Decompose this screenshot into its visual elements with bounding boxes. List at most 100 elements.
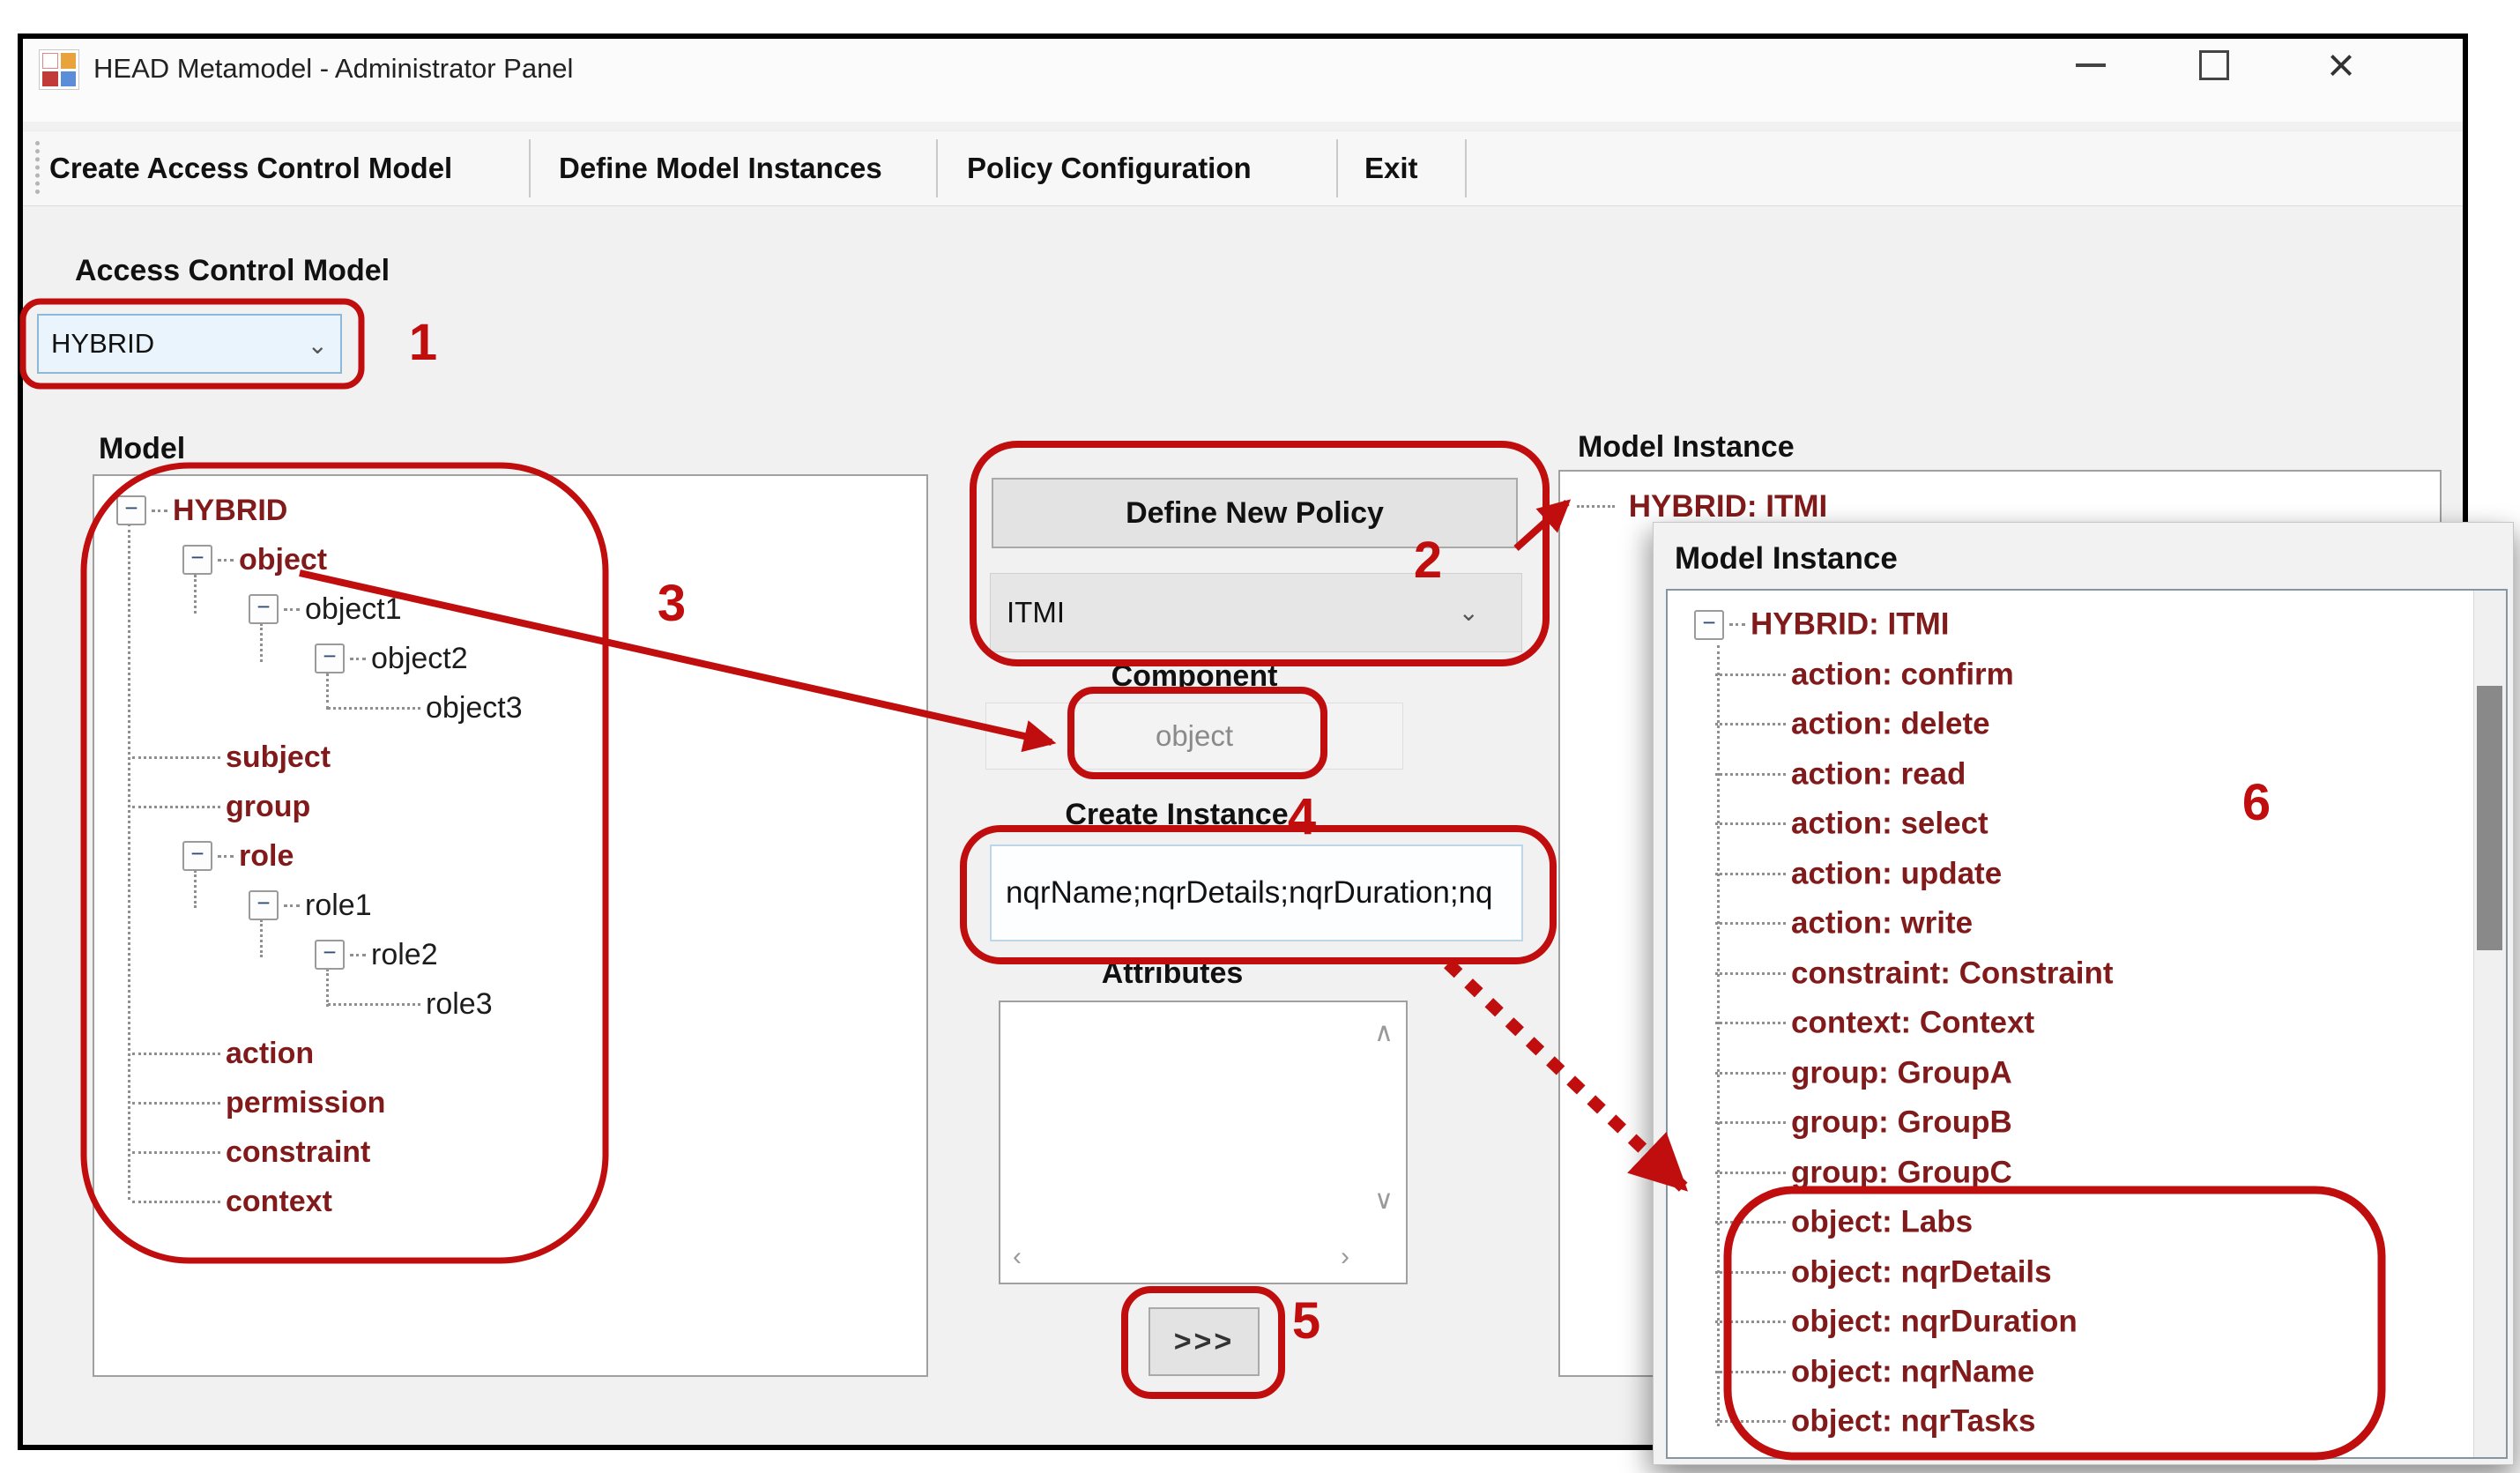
tree-connector bbox=[132, 805, 220, 808]
menu-exit[interactable]: Exit bbox=[1364, 152, 1418, 184]
tree-node-label: permission bbox=[226, 1086, 386, 1120]
tree-connector bbox=[1715, 1221, 1786, 1224]
tree-node-label: action: read bbox=[1791, 756, 1966, 791]
tree-connector bbox=[218, 558, 234, 562]
tree-node-action-select[interactable]: action: select bbox=[1668, 798, 2506, 848]
maximize-icon bbox=[2199, 50, 2229, 80]
tree-node-label: action bbox=[226, 1037, 315, 1071]
tree-node-label: object bbox=[239, 543, 328, 577]
tree-connector bbox=[1715, 922, 1786, 926]
attributes-label: Attributes bbox=[1101, 956, 1244, 990]
tree-node-object1[interactable]: −object1 bbox=[94, 583, 926, 632]
scroll-right-icon[interactable]: › bbox=[1341, 1242, 1349, 1271]
tree-node-context-context[interactable]: context: Context bbox=[1668, 997, 2506, 1047]
maximize-button[interactable] bbox=[2186, 41, 2242, 90]
tree-node-group[interactable]: group bbox=[94, 780, 926, 829]
menu-policy-configuration[interactable]: Policy Configuration bbox=[967, 152, 1252, 184]
scroll-left-icon[interactable]: ‹ bbox=[1013, 1242, 1022, 1271]
tree-node-permission[interactable]: permission bbox=[94, 1076, 926, 1126]
collapse-icon[interactable]: − bbox=[182, 545, 212, 576]
close-button[interactable]: × bbox=[2327, 39, 2355, 92]
component-field[interactable]: object bbox=[985, 703, 1403, 770]
tree-connector bbox=[1715, 872, 1786, 875]
tree-node-object-nqrname[interactable]: object: nqrName bbox=[1668, 1346, 2506, 1396]
define-new-policy-button[interactable]: Define New Policy bbox=[992, 478, 1518, 548]
tree-node-group-groupa[interactable]: group: GroupA bbox=[1668, 1047, 2506, 1097]
tree-node-object3[interactable]: object3 bbox=[94, 681, 926, 731]
tree-node-constraint-constraint[interactable]: constraint: Constraint bbox=[1668, 948, 2506, 998]
collapse-icon[interactable]: − bbox=[315, 644, 345, 674]
tree-connector bbox=[284, 607, 300, 611]
tree-connector bbox=[328, 1002, 420, 1006]
tree-node-action-read[interactable]: action: read bbox=[1668, 748, 2506, 799]
transfer-button[interactable]: >>> bbox=[1148, 1307, 1260, 1376]
tree-node-label: object3 bbox=[426, 691, 523, 725]
tree-connector bbox=[1715, 1071, 1786, 1075]
tree-connector bbox=[1715, 1320, 1786, 1324]
title-bar bbox=[23, 39, 2463, 122]
menu-create-access-control-model[interactable]: Create Access Control Model bbox=[49, 152, 453, 184]
menu-bar bbox=[23, 130, 2463, 206]
tree-node-role1[interactable]: −role1 bbox=[94, 879, 926, 928]
tree-node-label: group: GroupB bbox=[1791, 1105, 2012, 1140]
collapse-icon[interactable]: − bbox=[249, 594, 279, 625]
menu-define-model-instances[interactable]: Define Model Instances bbox=[559, 152, 882, 184]
app-icon-quadrant bbox=[42, 53, 58, 69]
collapse-icon[interactable]: − bbox=[182, 841, 212, 872]
tree-node-subject[interactable]: subject bbox=[94, 731, 926, 780]
toolstrip-grip[interactable] bbox=[35, 141, 40, 194]
scroll-down-icon[interactable]: ∨ bbox=[1374, 1186, 1394, 1215]
collapse-icon[interactable]: − bbox=[116, 495, 146, 526]
tree-node-action-delete[interactable]: action: delete bbox=[1668, 698, 2506, 748]
tree-node-object-nqrtasks[interactable]: object: nqrTasks bbox=[1668, 1395, 2506, 1446]
collapse-icon[interactable]: − bbox=[249, 890, 279, 921]
popup-title: Model Instance bbox=[1675, 541, 1898, 576]
tree-node-role3[interactable]: role3 bbox=[94, 978, 926, 1027]
tree-node-constraint[interactable]: constraint bbox=[94, 1126, 926, 1175]
minimize-button[interactable] bbox=[2063, 41, 2119, 90]
tree-node-hybrid-itmi[interactable]: −HYBRID: ITMI bbox=[1668, 599, 2506, 649]
tree-node-hybrid[interactable]: −HYBRID bbox=[94, 484, 926, 533]
instance-dropdown[interactable]: ITMI ⌄ bbox=[990, 573, 1522, 652]
tree-connector bbox=[152, 509, 167, 512]
tree-node-object2[interactable]: −object2 bbox=[94, 632, 926, 681]
tree-node-label: action: select bbox=[1791, 806, 1988, 841]
tree-node-object[interactable]: −object bbox=[94, 533, 926, 583]
model-instance-root-label: HYBRID: ITMI bbox=[1628, 488, 1828, 524]
component-label: Component bbox=[1111, 659, 1278, 693]
tree-connector bbox=[1715, 1420, 1786, 1424]
tree-connector bbox=[132, 1200, 220, 1203]
model-instance-root-node[interactable]: HYBRID: ITMI bbox=[1577, 483, 1827, 527]
tree-node-group-groupb[interactable]: group: GroupB bbox=[1668, 1097, 2506, 1147]
chevron-down-icon: ⌄ bbox=[307, 331, 328, 359]
tree-node-role2[interactable]: −role2 bbox=[94, 928, 926, 978]
tree-node-action-update[interactable]: action: update bbox=[1668, 848, 2506, 898]
tree-node-object-labs[interactable]: object: Labs bbox=[1668, 1196, 2506, 1246]
menu-separator bbox=[1465, 139, 1467, 197]
minimize-icon bbox=[2076, 63, 2106, 67]
tree-node-context[interactable]: context bbox=[94, 1175, 926, 1224]
collapse-icon[interactable]: − bbox=[1694, 609, 1724, 640]
tree-connector bbox=[132, 1150, 220, 1154]
model-instance-label: Model Instance bbox=[1578, 430, 1795, 464]
attributes-textarea[interactable]: ∧ ∨ ‹ › bbox=[999, 1001, 1408, 1284]
tree-node-action[interactable]: action bbox=[94, 1027, 926, 1076]
tree-node-role[interactable]: −role bbox=[94, 829, 926, 879]
scroll-up-icon[interactable]: ∧ bbox=[1374, 1018, 1394, 1047]
tree-node-label: action: confirm bbox=[1791, 657, 2014, 691]
tree-node-object-nqrdetails[interactable]: object: nqrDetails bbox=[1668, 1246, 2506, 1297]
tree-connector bbox=[218, 854, 234, 858]
app-icon-quadrant bbox=[60, 53, 76, 69]
popup-scrollbar-thumb[interactable] bbox=[2477, 686, 2502, 950]
tree-node-group-groupc[interactable]: group: GroupC bbox=[1668, 1147, 2506, 1197]
popup-tree: −HYBRID: ITMI action: confirm action: dele… bbox=[1666, 589, 2508, 1459]
create-instance-input[interactable]: nqrName;nqrDetails;nqrDuration;nq bbox=[990, 844, 1523, 941]
tree-node-object-nqrduration[interactable]: object: nqrDuration bbox=[1668, 1296, 2506, 1346]
tree-node-action-confirm[interactable]: action: confirm bbox=[1668, 649, 2506, 699]
tree-node-label: subject bbox=[226, 740, 331, 775]
collapse-icon[interactable]: − bbox=[315, 940, 345, 971]
tree-node-action-write[interactable]: action: write bbox=[1668, 897, 2506, 948]
tree-connector bbox=[1715, 1171, 1786, 1174]
access-control-model-dropdown[interactable]: HYBRID ⌄ bbox=[37, 314, 342, 374]
app-icon bbox=[39, 49, 79, 90]
